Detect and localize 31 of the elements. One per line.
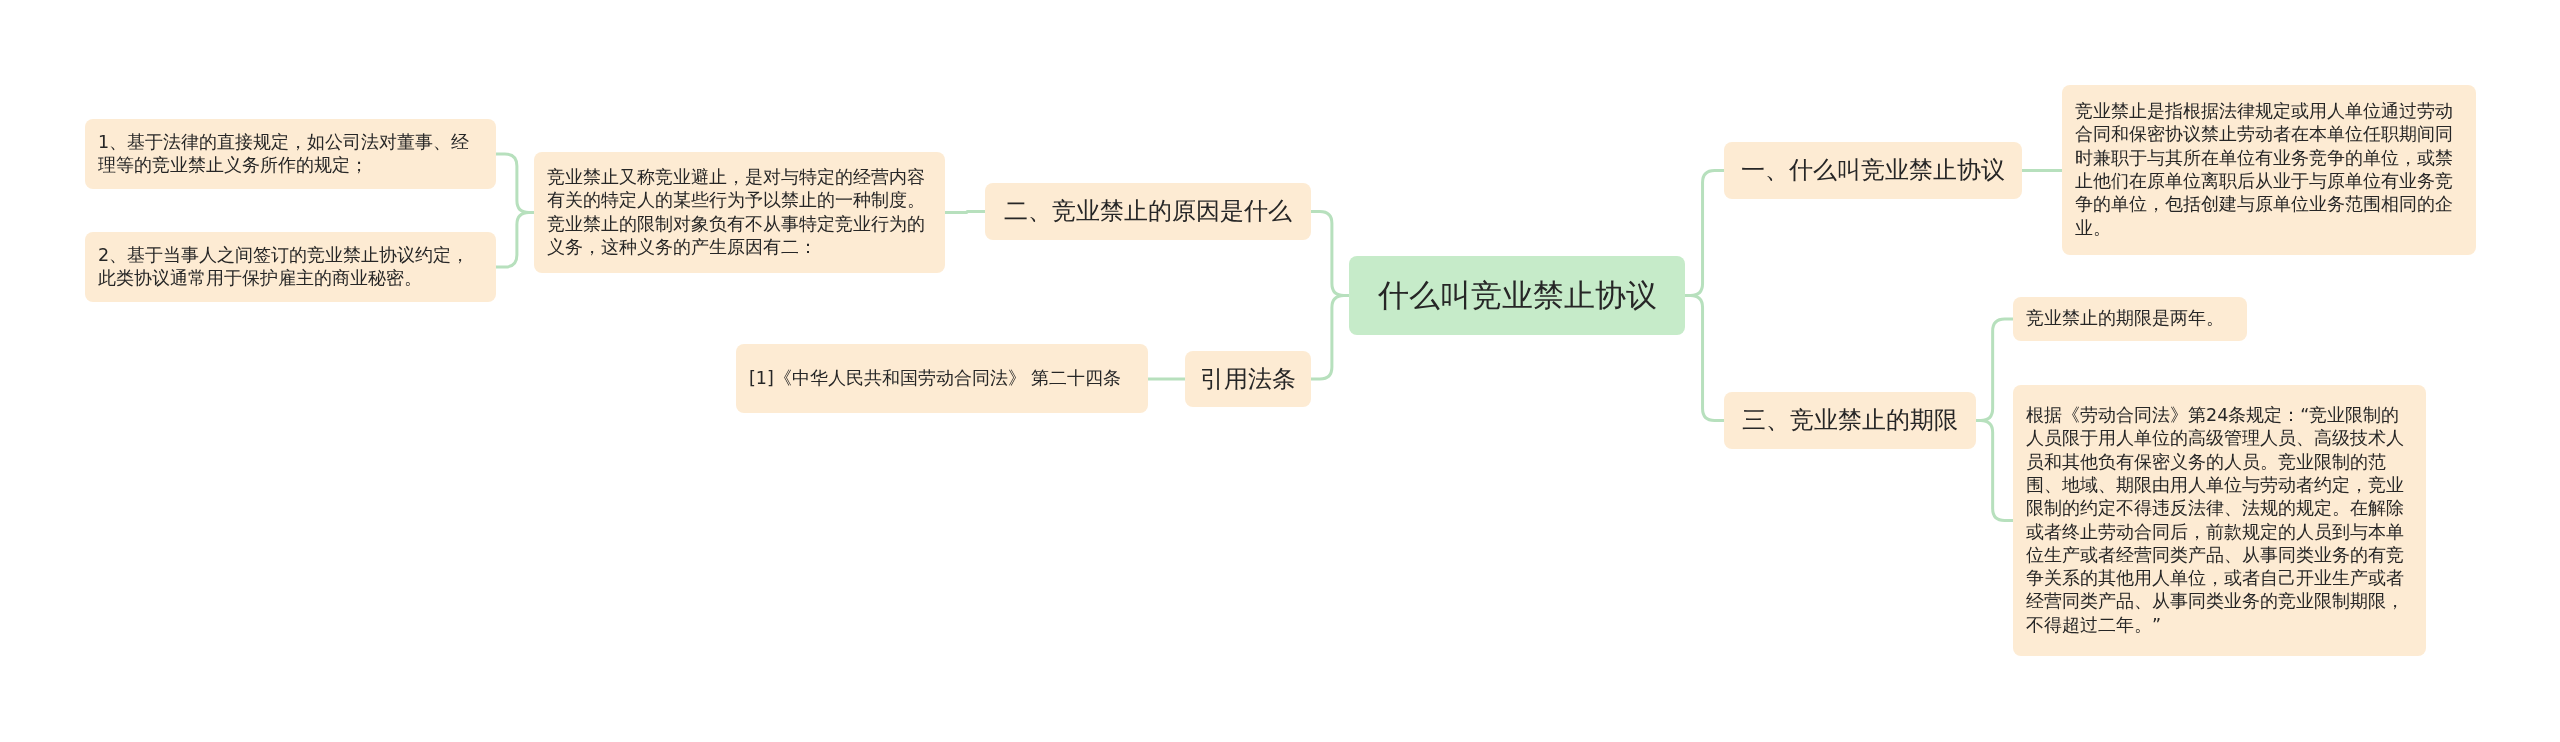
connector-line <box>945 210 985 214</box>
central-topic <box>1349 256 1685 335</box>
note-box <box>85 119 496 189</box>
connector-line <box>2022 169 2062 172</box>
node-text: 引用法条 <box>1200 364 1296 394</box>
node-text: 竞业禁止又称竞业避止，是对与特定的经营内容有关的特定人的某些行为予以禁止的一种制度。竞业禁止的限制对象负有不从事特定竞业行为的义务，这种义务的产生原因有二： <box>547 165 926 259</box>
node-text: 1、基于法律的直接规定，如公司法对董事、经理等的竞业禁止义务所作的规定； <box>98 130 471 177</box>
connector-line <box>1685 294 1724 422</box>
topic-box <box>985 183 1311 240</box>
node-text: [1]《中华人民共和国劳动合同法》 第二十四条 <box>749 366 1122 390</box>
node-text: 2、基于当事人之间签订的竞业禁止协议约定，此类协议通常用于保护雇主的商业秘密。 <box>98 243 471 290</box>
node-text: 什么叫竞业禁止协议 <box>1377 276 1657 315</box>
note-box <box>2013 297 2247 341</box>
topic-box <box>1724 392 1976 449</box>
topic-box <box>1185 351 1311 407</box>
node-text: 竞业禁止是指根据法律规定或用人单位通过劳动合同和保密协议禁止劳动者在本单位任职期间同时兼职于与其所在单位有业务竞争的单位，或禁止他们在原单位离职后从业于与原单位有业务竞争的单位，包括创建与原单位业务范围相同的企业。 <box>2075 100 2454 240</box>
topic-box <box>1724 142 2022 199</box>
node-text: 竞业禁止的期限是两年。 <box>2026 307 2224 331</box>
node-text: 三、竞业禁止的期限 <box>1742 406 1958 435</box>
note-box <box>534 152 945 273</box>
connector-line <box>1976 419 2013 522</box>
note-box <box>2062 85 2476 255</box>
connector-line <box>1311 294 1349 381</box>
connector-line <box>496 211 534 269</box>
node-text: 一、什么叫竞业禁止协议 <box>1741 156 2005 185</box>
note-box <box>85 232 496 302</box>
node-text: 根据《劳动合同法》第24条规定：“竞业限制的人员限于用人单位的高级管理人员、高级技术人员和其他负有保密义务的人员。竞业限制的范围、地域、期限由用人单位与劳动者约定，竞业限制的约定不得违反法律、法规的规定。在解除或者终止劳动合同后，前款规定的人员到与本单位生产或者经营同类产品、从事同类业务的有竞争关系的其他用人单位，或者自己开业生产或者经营同类产品、从事同类业务的竞业限制期限，不得超过二年。” <box>2026 404 2405 637</box>
note-box <box>736 344 1148 413</box>
node-text: 二、竞业禁止的原因是什么 <box>1004 197 1292 226</box>
note-box <box>2013 385 2426 656</box>
connector-line <box>1148 377 1185 381</box>
